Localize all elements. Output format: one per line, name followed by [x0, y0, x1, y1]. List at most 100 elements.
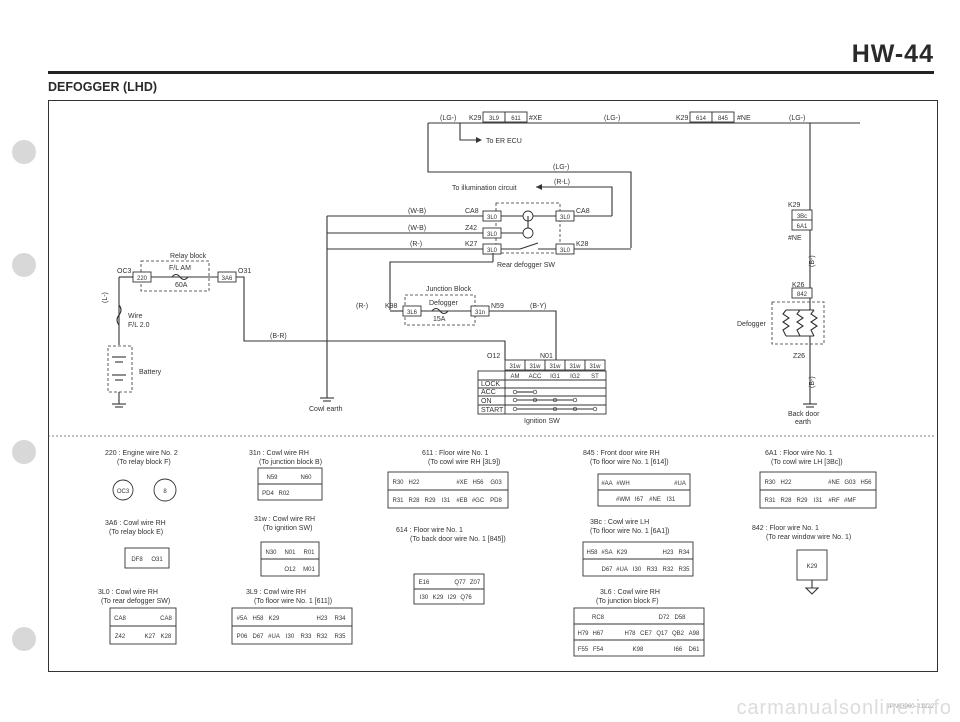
pin-label: K29 — [433, 595, 444, 601]
pin-label: H67 — [592, 631, 604, 637]
pin-label: E16 — [419, 580, 430, 586]
pin-label: K27 — [145, 634, 156, 640]
legend-sub: (To floor wire No. 1 [6A1]) — [590, 528, 669, 535]
pin-label: R01 — [303, 550, 315, 556]
pin-label: R31 — [392, 498, 404, 504]
arrow-icon — [536, 184, 542, 190]
wire-color-wb: (W-B) — [408, 208, 426, 215]
battery-outline — [107, 345, 133, 393]
ig-col: AM — [511, 374, 520, 380]
legend-title: 3L0 : Cowl wire RH — [98, 589, 158, 596]
wire — [489, 310, 557, 360]
junction-block-title: Junction Block — [426, 286, 472, 293]
pin-label: F55 — [578, 647, 589, 653]
pin-label: Q76 — [460, 595, 472, 601]
legend-sub: (To relay block E) — [109, 529, 163, 536]
page-number: HW-44 — [851, 40, 934, 68]
fuse-amp: 60A — [175, 282, 188, 289]
terminal-icon — [112, 479, 134, 501]
pin-ne: #NE — [737, 115, 751, 122]
pin-label: G03 — [844, 480, 856, 486]
junction-block: Junction Block (R-) K98 3L6 Defogger 15A… — [309, 286, 557, 413]
pin-label: PD4 — [262, 491, 274, 497]
ig-pin — [584, 359, 606, 371]
pin-label: 220 — [137, 276, 148, 282]
pin-k28: K28 — [576, 241, 589, 248]
pin-label: I66 — [674, 647, 683, 653]
pin-label: D67 — [601, 567, 613, 573]
legend-sub: (To junction block F) — [596, 598, 659, 605]
pin-label: D72 — [658, 615, 670, 621]
pin-xe: #XE — [529, 115, 543, 122]
connector-6a1 — [791, 219, 813, 231]
pin-label: R33 — [300, 634, 312, 640]
pin-label: O12 — [284, 567, 296, 573]
pin-label: 3L6 — [407, 310, 418, 316]
wire-color-by: (B-Y) — [530, 303, 546, 310]
pin-label: #GC — [472, 498, 485, 504]
legend-title: 611 : Floor wire No. 1 — [422, 450, 489, 457]
to-er-ecu: To ER ECU — [486, 138, 522, 145]
pin-label: 3L9 — [489, 116, 500, 122]
pin-label: #WM — [616, 497, 630, 503]
pin-label: H56 — [472, 480, 484, 486]
pin-label: 3Bc — [797, 214, 807, 220]
legend-sub: (To ignition SW) — [263, 525, 312, 532]
pin-label: K29 — [807, 564, 818, 570]
pin-label: N60 — [300, 475, 312, 481]
pin-label: K28 — [161, 634, 172, 640]
pin-label: QB2 — [672, 631, 685, 637]
earth-label: Back door — [788, 411, 820, 418]
pin-label: R31 — [764, 498, 776, 504]
ig-row: START — [481, 407, 504, 414]
pin-label: N59 — [266, 475, 278, 481]
pin-label: 31w — [549, 364, 561, 370]
legend-title: 845 : Front door wire RH — [583, 450, 660, 457]
wire-color-wb: (W-B) — [408, 225, 426, 232]
pin-z42: Z42 — [465, 225, 477, 232]
pin-label: CA8 — [160, 616, 172, 622]
pin-label: 611 — [511, 116, 521, 122]
wire-color-l: (L-) — [102, 292, 109, 303]
wire — [427, 123, 632, 248]
pin-label: R35 — [678, 567, 690, 573]
ig-col: ST — [591, 374, 599, 380]
pin-label: #UA — [268, 634, 280, 640]
arrow-icon — [476, 137, 482, 143]
wire-color-br: (B-R) — [270, 333, 287, 340]
heater-grid-icon — [796, 309, 804, 337]
page-title: DEFOGGER (LHD) — [48, 80, 158, 94]
wire-color-lg: (LG-) — [604, 115, 620, 122]
pin-label: #UA — [674, 481, 686, 487]
pin-o31: O31 — [238, 268, 251, 275]
ignition-table — [477, 370, 607, 415]
pin-label: R33 — [646, 567, 658, 573]
pin-label: CA8 — [114, 616, 126, 622]
pin-label: Q17 — [656, 631, 668, 637]
ignition-label: Ignition SW — [524, 418, 560, 425]
pin-label: 3A6 — [222, 276, 233, 282]
pin-label: R35 — [334, 634, 346, 640]
legend-col-1: 220 : Engine wire No. 2 (To relay block … — [98, 450, 178, 645]
legend-title: 31n : Cowl wire RH — [249, 450, 309, 457]
pin-label: H58 — [586, 550, 598, 556]
wire-color-b: (B-) — [809, 376, 816, 388]
legend-sub: (To cowl wire LH [3Bc]) — [771, 459, 843, 466]
legend-title: 3A6 : Cowl wire RH — [105, 520, 166, 527]
watermark: carmanualsonline.info — [736, 697, 952, 719]
wire-size: F/L 2.0 — [128, 322, 150, 329]
connector-611 — [504, 111, 528, 123]
defogger-label: Defogger — [737, 321, 766, 328]
pin-label: OC3 — [117, 489, 130, 495]
pin-label: #SA — [601, 550, 612, 556]
wire — [459, 123, 476, 141]
pin-label: 3L0 — [560, 248, 571, 254]
pin-label: N01 — [284, 550, 296, 556]
connector-842 — [791, 287, 813, 299]
pin-label: I31 — [667, 497, 676, 503]
legend-sub: (To back door wire No. 1 [845]) — [410, 536, 506, 543]
pin-ca8: CA8 — [465, 208, 479, 215]
legend-col-5: 6A1 : Floor wire No. 1 (To cowl wire LH … — [752, 450, 877, 595]
fuse-icon — [171, 273, 189, 281]
pin-label: R28 — [408, 498, 420, 504]
